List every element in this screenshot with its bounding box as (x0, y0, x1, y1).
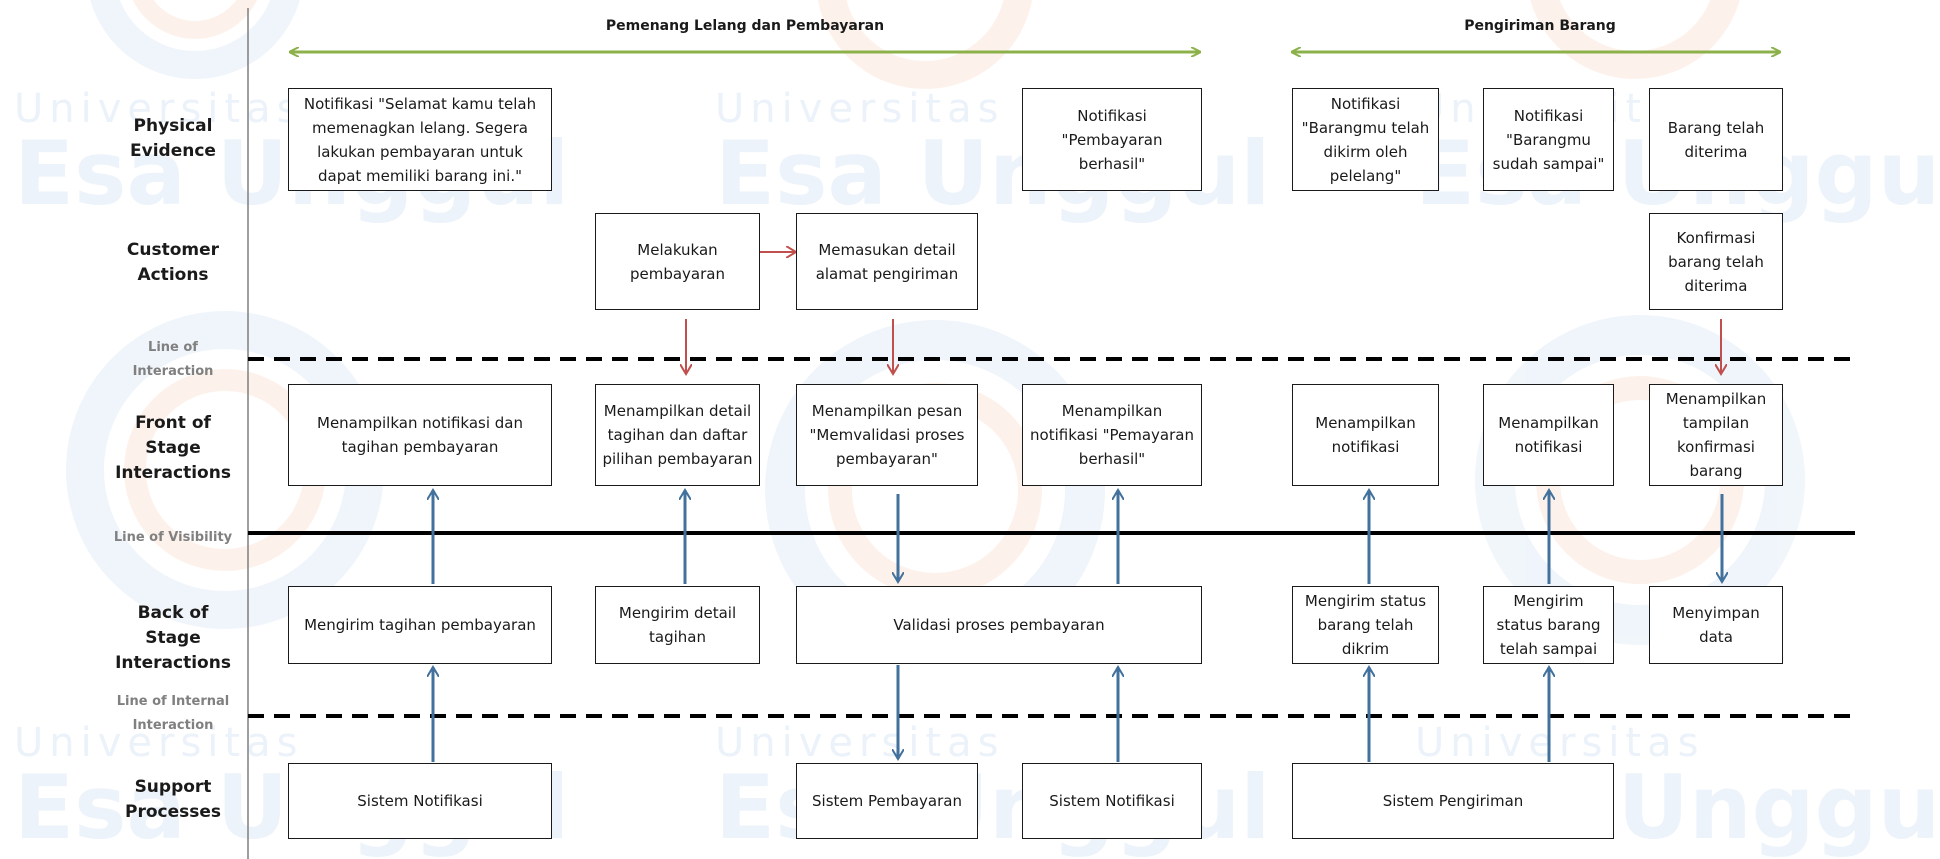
row-label-front-of-stage: Front of Stage Interactions (115, 413, 231, 483)
physical-evidence-payment-success: Notifikasi "Pembayaran berhasil" (1022, 88, 1202, 191)
watermark-text: Universitas (1415, 720, 1705, 766)
back-stage-send-bill-detail: Mengirim detail tagihan (595, 586, 760, 664)
line-label-internal-interaction: Line of Internal Interaction (116, 694, 230, 733)
back-stage-save-data: Menyimpan data (1649, 586, 1783, 664)
physical-evidence-item-received: Barang telah diterima (1649, 88, 1783, 191)
front-stage-show-payment-options: Menampilkan detail tagihan dan daftar pi… (595, 384, 760, 486)
row-label-physical-evidence: Physical Evidence (130, 116, 216, 161)
watermark-text: Universitas (715, 720, 1005, 766)
support-notification-system: Sistem Notifikasi (288, 763, 552, 839)
front-stage-shipped-notification: Menampilkan notifikasi (1292, 384, 1439, 486)
physical-evidence-win-notification: Notifikasi "Selamat kamu telah memenagka… (288, 88, 552, 191)
back-stage-validate-payment: Validasi proses pembayaran (796, 586, 1202, 664)
support-payment-system: Sistem Pembayaran (796, 763, 978, 839)
row-label-back-of-stage: Back of Stage Interactions (115, 603, 231, 673)
watermark-text: Universitas (715, 86, 1005, 132)
customer-action-payment: Melakukan pembayaran (595, 213, 760, 310)
front-stage-arrived-notification: Menampilkan notifikasi (1483, 384, 1614, 486)
phase-label-payment: Pemenang Lelang dan Pembayaran (605, 18, 885, 34)
line-label-interaction: Line of Interaction (132, 340, 214, 379)
phase-label-shipping: Pengiriman Barang (1464, 18, 1616, 34)
front-stage-confirmation-view: Menampilkan tampilan konfirmasi barang (1649, 384, 1783, 486)
line-label-visibility: Line of Visibility (113, 530, 233, 545)
back-stage-send-bill: Mengirim tagihan pembayaran (288, 586, 552, 664)
support-shipping-system: Sistem Pengiriman (1292, 763, 1614, 839)
watermark-text: Universitas (14, 720, 304, 766)
customer-action-shipping-address: Memasukan detail alamat pengiriman (796, 213, 978, 310)
row-label-support-processes: Support Processes (124, 777, 221, 822)
back-stage-status-arrived: Mengirim status barang telah sampai (1483, 586, 1614, 664)
front-stage-show-bill: Menampilkan notifikasi dan tagihan pemba… (288, 384, 552, 486)
row-label-customer-actions: Customer Actions (126, 240, 220, 285)
support-notification-system-2: Sistem Notifikasi (1022, 763, 1202, 839)
front-stage-validating-message: Menampilkan pesan "Memvalidasi proses pe… (796, 384, 978, 486)
back-stage-status-shipped: Mengirim status barang telah dikrim (1292, 586, 1439, 664)
watermark-text: Universitas (14, 86, 304, 132)
physical-evidence-item-arrived: Notifikasi "Barangmu sudah sampai" (1483, 88, 1614, 191)
customer-action-confirm-received: Konfirmasi barang telah diterima (1649, 213, 1783, 310)
physical-evidence-item-shipped: Notifikasi "Barangmu telah dikirm oleh p… (1292, 88, 1439, 191)
front-stage-payment-success: Menampilkan notifikasi "Pemayaran berhas… (1022, 384, 1202, 486)
